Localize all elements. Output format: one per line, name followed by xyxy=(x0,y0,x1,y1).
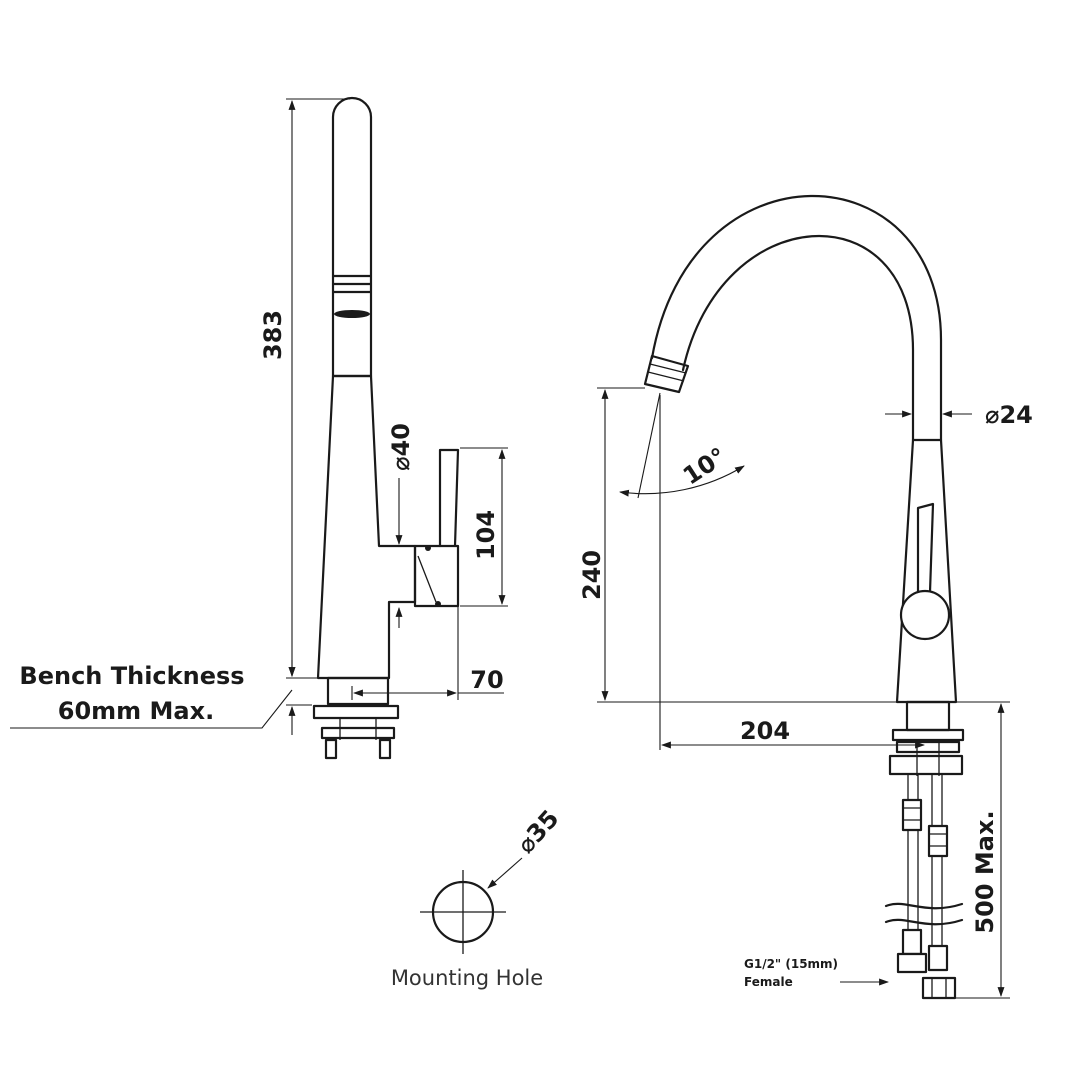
dim-bench-thickness xyxy=(10,660,312,735)
front-hoses xyxy=(884,774,964,1000)
front-body xyxy=(895,438,958,704)
mounting-hole xyxy=(420,857,523,954)
front-lever-handle xyxy=(916,502,935,594)
connector-label-line2: Female xyxy=(744,975,793,989)
dim-spout-diameter-label: ⌀24 xyxy=(985,401,1033,429)
front-view: 240 10° ⌀24 204 500 Max. xyxy=(578,194,1033,1000)
bench-thickness-line1: Bench Thickness xyxy=(19,662,244,690)
front-lever-hub xyxy=(899,589,951,641)
front-base-fixings xyxy=(888,700,965,776)
dim-overall-height xyxy=(286,98,350,679)
dim-spout-reach-label: 204 xyxy=(740,717,790,745)
side-base-fixings xyxy=(312,676,400,760)
side-lever-hub xyxy=(413,544,460,608)
bench-thickness-line2: 60mm Max. xyxy=(58,697,214,725)
dim-mounting-hole-label: ⌀35 xyxy=(512,804,565,858)
front-gooseneck-outer xyxy=(650,194,943,442)
dim-overall-height-label: 383 xyxy=(259,310,287,360)
side-view: 383 Bench Thickness 60mm Max. ⌀40 104 xyxy=(10,96,508,760)
dim-spout-angle-label: 10° xyxy=(678,442,731,490)
mounting-hole-label: Mounting Hole xyxy=(391,966,543,990)
dim-lever-reach xyxy=(351,606,504,700)
dim-lever-diameter-label: ⌀40 xyxy=(387,423,415,471)
front-gooseneck-inner xyxy=(681,234,915,442)
dim-spout-angle xyxy=(619,392,745,750)
dim-spout-height xyxy=(597,387,1010,703)
connector-label-line1: G1/2" (15mm) xyxy=(744,957,838,971)
side-lever-handle xyxy=(438,448,460,548)
side-spout-tube xyxy=(331,96,373,378)
dim-lever-height-label: 104 xyxy=(472,510,500,560)
dim-hose-length xyxy=(955,703,1010,999)
front-spout-nozzle xyxy=(643,354,690,394)
dim-spout-height-label: 240 xyxy=(578,550,606,600)
side-aerator-rings xyxy=(332,274,372,318)
dim-hose-length-label: 500 Max. xyxy=(971,810,999,933)
dim-lever-reach-label: 70 xyxy=(470,666,503,694)
side-body xyxy=(316,374,417,680)
dim-lever-height xyxy=(460,447,508,607)
